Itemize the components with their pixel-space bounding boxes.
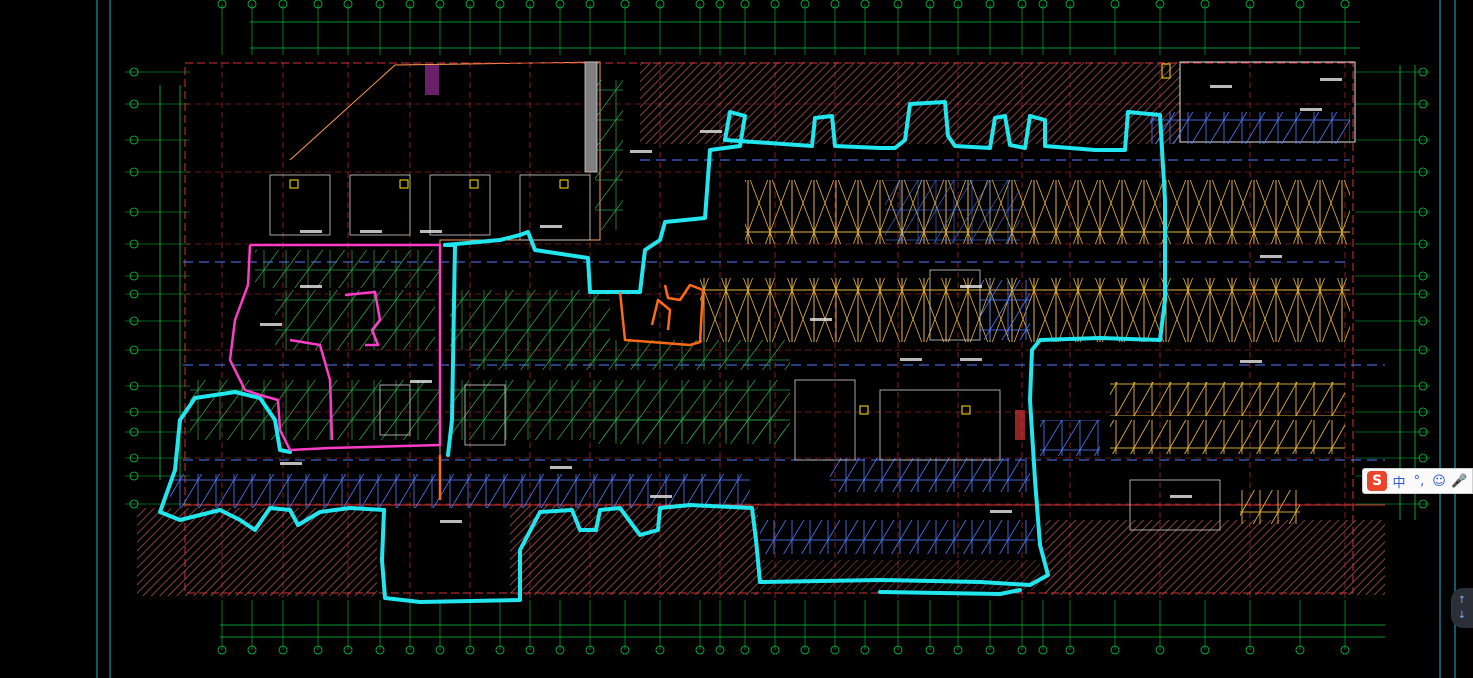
core-blocks	[269, 61, 1221, 531]
markup-cyan	[158, 100, 1167, 604]
axis-bubbles	[129, 0, 1428, 655]
parking-stalls	[170, 80, 1350, 554]
drawing-frame	[96, 0, 1456, 678]
input-mode-toggle[interactable]: 中	[1392, 475, 1406, 491]
arrow-down-icon[interactable]: ↓	[1457, 610, 1467, 621]
arrow-up-icon[interactable]: ↑	[1457, 595, 1467, 606]
dimension-lines	[159, 21, 1416, 638]
punctuation-toggle[interactable]: °,	[1413, 473, 1425, 489]
markup-orange	[438, 283, 705, 500]
sogou-logo-icon[interactable]: S	[1367, 471, 1387, 491]
annotation-ticks	[260, 78, 1342, 523]
navigation-widget[interactable]: ↑ ↓	[1451, 588, 1473, 628]
markup-magenta	[228, 243, 442, 452]
microphone-icon[interactable]: 🎤	[1451, 473, 1468, 489]
ime-toolbar[interactable]: S 中 °, ☺ 🎤	[1362, 468, 1473, 494]
axis-grid-vertical	[221, 4, 1346, 650]
smile-icon[interactable]: ☺	[1432, 473, 1446, 489]
symbol-markers	[289, 63, 1171, 440]
